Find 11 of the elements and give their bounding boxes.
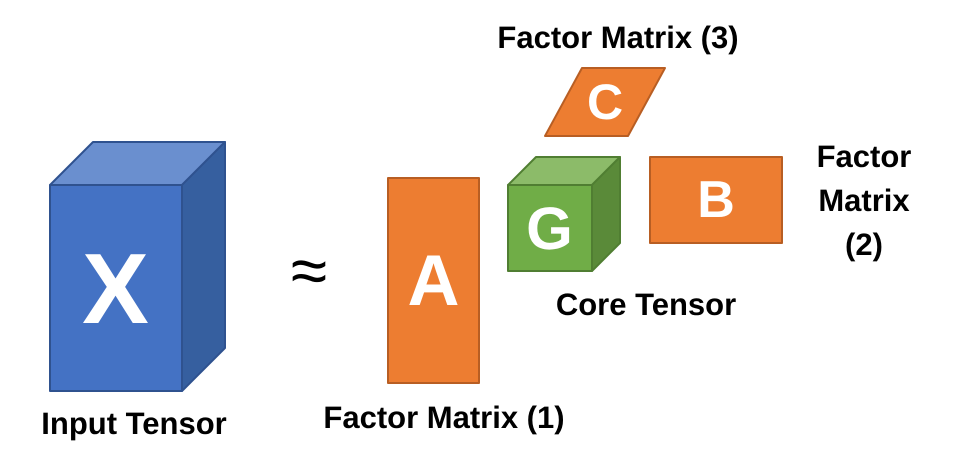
tensor-caption: Input Tensor xyxy=(41,405,227,443)
tensor-symbol: X xyxy=(82,238,149,338)
tensor-caption: Core Tensor xyxy=(556,286,736,324)
approx-symbol: ≈ xyxy=(290,237,328,303)
matrix-symbol: C xyxy=(586,77,624,127)
matrix-caption: Factor Matrix (3) xyxy=(497,19,739,57)
matrix-caption: Factor Matrix (1) xyxy=(323,399,565,437)
matrix-symbol: A xyxy=(408,244,460,316)
tensor-symbol: G xyxy=(526,198,573,258)
matrix-symbol: B xyxy=(697,174,735,226)
matrix-caption: Factor Matrix (2) xyxy=(816,138,912,264)
